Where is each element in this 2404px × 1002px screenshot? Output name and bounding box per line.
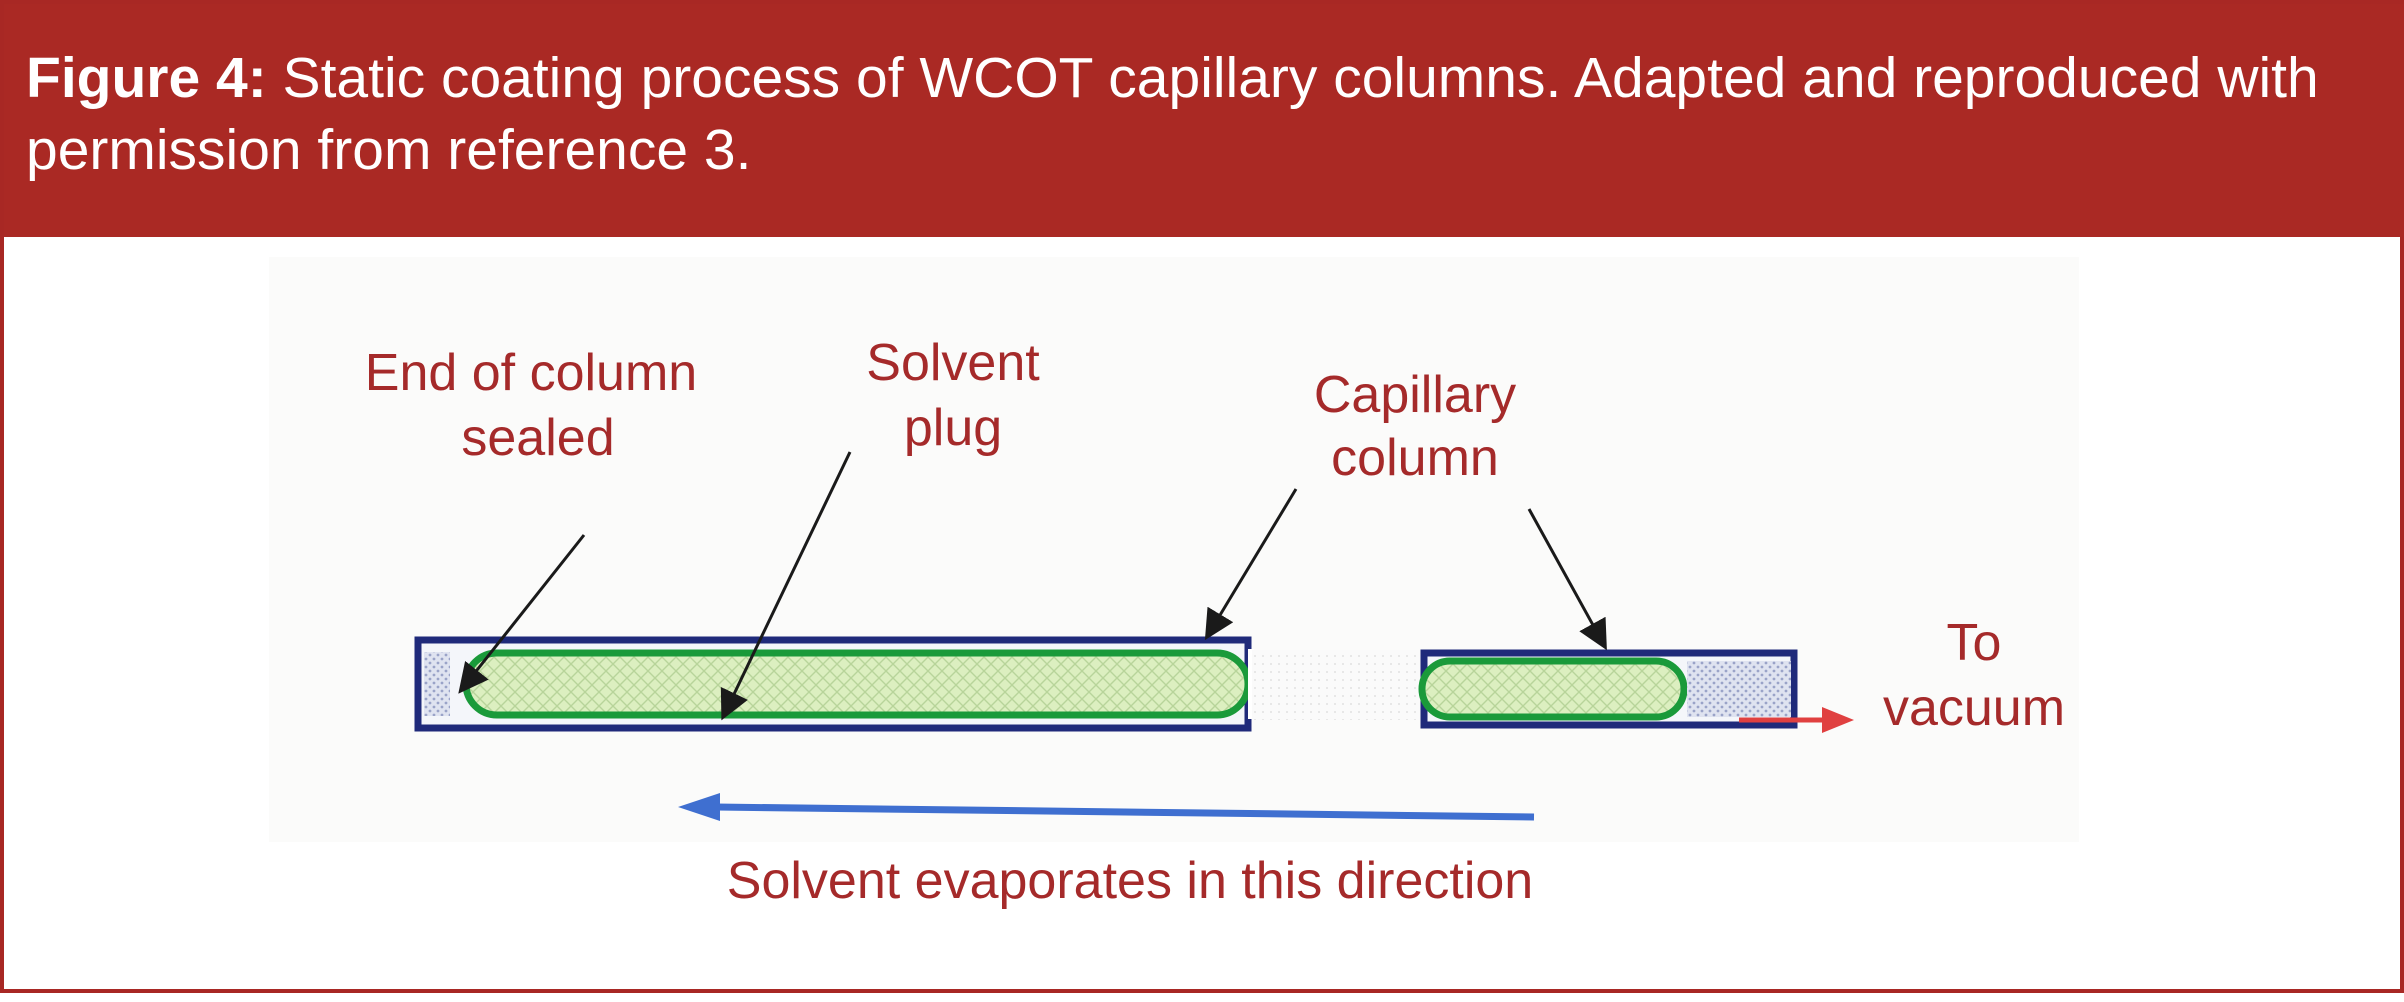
solvent-plug-left <box>462 649 1252 719</box>
end-sealed-pointer <box>458 534 586 694</box>
capillary-column-right <box>1418 649 1798 729</box>
label-vacuum-line2: vacuum <box>1883 679 2065 737</box>
solvent-plug-right <box>1418 657 1688 721</box>
vacuum-arrow <box>1739 707 1854 733</box>
figure-label: Figure 4: <box>26 46 267 110</box>
label-vacuum-line1: To <box>1947 614 2002 672</box>
label-capillary-line1: Capillary <box>1314 366 1516 424</box>
solvent-plug-pointer <box>720 451 852 721</box>
label-end-sealed-line2: sealed <box>461 409 614 467</box>
column-gap <box>1252 650 1424 720</box>
capillary-pointer-right <box>1527 508 1607 651</box>
capillary-column-left <box>414 636 1254 732</box>
label-evaporates: Solvent evaporates in this direction <box>727 852 1533 910</box>
label-capillary-line2: column <box>1331 429 1499 487</box>
label-solvent-plug-line1: Solvent <box>866 334 1040 392</box>
vacuum-region <box>1687 661 1791 717</box>
evaporation-arrow <box>678 793 1535 821</box>
figure-caption: Figure 4: Static coating process of WCOT… <box>4 4 2404 237</box>
diagram-svg: End of column sealed Solvent plug Capill… <box>269 257 2079 910</box>
coating-diagram: End of column sealed Solvent plug Capill… <box>4 237 2404 997</box>
figure-caption-text: Static coating process of WCOT capillary… <box>26 46 2319 182</box>
label-end-sealed-line1: End of column <box>365 344 697 402</box>
capillary-pointer-left <box>1204 488 1298 641</box>
label-solvent-plug-line2: plug <box>904 399 1002 457</box>
